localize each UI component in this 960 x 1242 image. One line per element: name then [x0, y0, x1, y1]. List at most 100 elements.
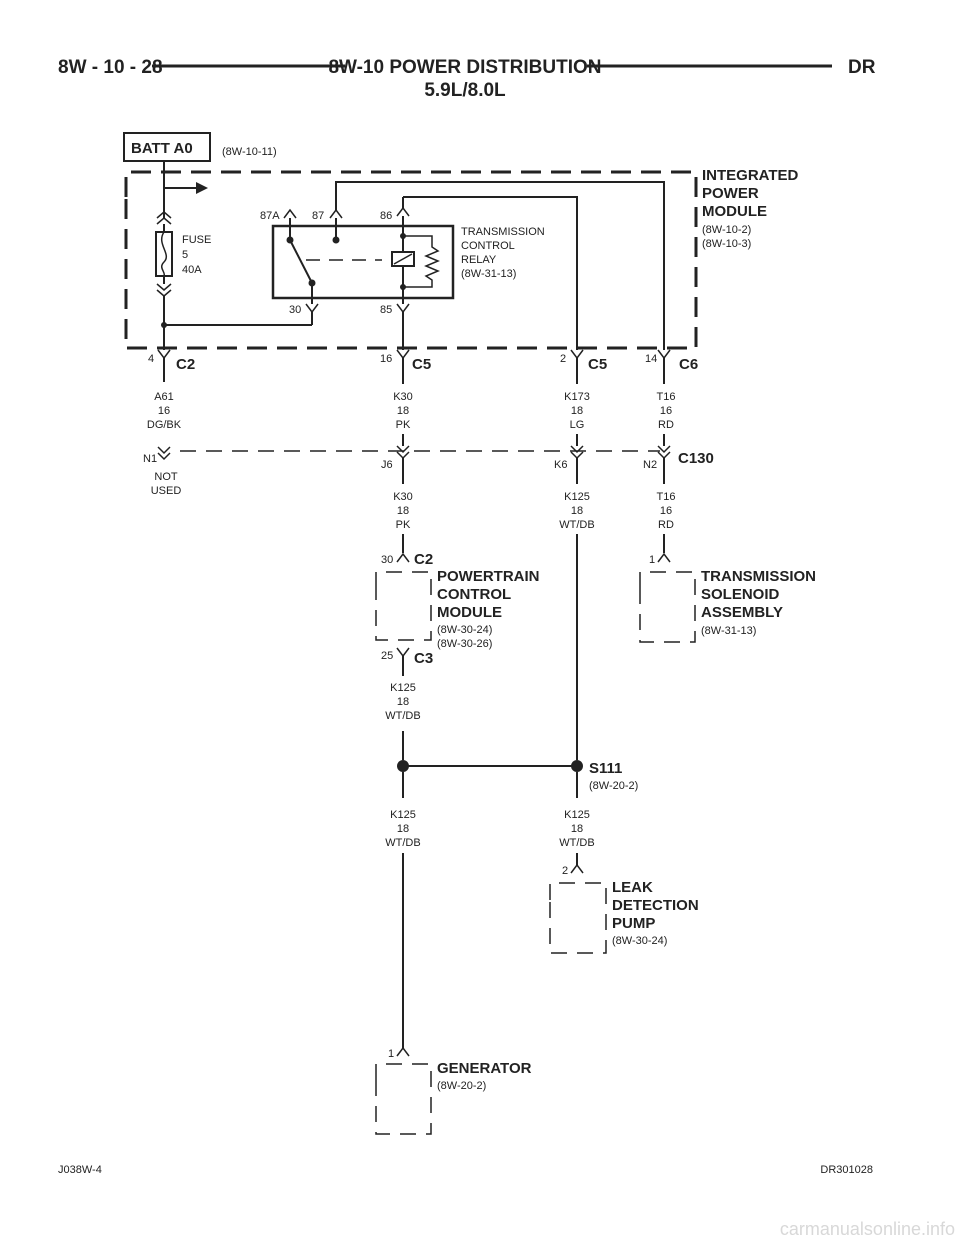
relay-resistor [403, 235, 440, 288]
svg-text:N1: N1 [143, 453, 157, 465]
pin-86-label: 86 [380, 210, 392, 222]
pcm-connector-c3: 25 C3 [381, 647, 433, 667]
batt-arrow-icon [196, 182, 208, 194]
svg-text:PK: PK [396, 419, 411, 431]
splice-dot-s111 [571, 760, 583, 772]
ldp-ref: (8W-30-24) [612, 935, 667, 947]
connector-c2-top: 4 C2 [148, 349, 195, 373]
fuse-label-line1: FUSE [182, 234, 211, 246]
pin-30-label: 30 [289, 304, 301, 316]
relay-label-line1: TRANSMISSION [461, 226, 545, 238]
relay87-to-c6-wire [335, 181, 665, 350]
svg-text:NOT: NOT [154, 471, 178, 483]
pcm-label-line3: MODULE [437, 604, 502, 621]
svg-text:WT/DB: WT/DB [385, 837, 420, 849]
tsa-label-line1: TRANSMISSION [701, 568, 816, 585]
svg-text:4: 4 [148, 353, 154, 365]
generator-connector: 1 [388, 1046, 410, 1060]
svg-text:J6: J6 [381, 459, 393, 471]
ipm-ref2: (8W-10-3) [702, 238, 751, 250]
svg-text:K125: K125 [564, 491, 590, 503]
wire-label-k30-bot: K30 18 PK [393, 491, 413, 531]
relay-coil-mark [393, 253, 413, 265]
pin-85-terminal [396, 303, 410, 314]
relay-label-line2: CONTROL [461, 240, 515, 252]
svg-text:C5: C5 [588, 356, 607, 373]
tsa-label-line3: ASSEMBLY [701, 604, 783, 621]
wire-label-t16-top: T16 16 RD [657, 391, 676, 431]
svg-text:K125: K125 [390, 682, 416, 694]
svg-text:18: 18 [571, 405, 583, 417]
connector-c5-a: 16 C5 [380, 349, 431, 373]
pcm-label-line2: CONTROL [437, 586, 511, 603]
svg-text:18: 18 [397, 505, 409, 517]
tsa-label-line2: SOLENOID [701, 586, 780, 603]
svg-text:WT/DB: WT/DB [385, 710, 420, 722]
svg-text:K125: K125 [390, 809, 416, 821]
svg-text:WT/DB: WT/DB [559, 519, 594, 531]
pin-85-label: 85 [380, 304, 392, 316]
tsa-connector: 1 [649, 552, 671, 566]
not-used-label: NOT USED [151, 471, 182, 497]
generator-label: GENERATOR [437, 1060, 532, 1077]
batt-label: BATT A0 [131, 140, 193, 157]
svg-text:1: 1 [388, 1048, 394, 1060]
tsa-outline [639, 571, 696, 643]
ldp-label-line3: PUMP [612, 915, 655, 932]
tsa-ref: (8W-31-13) [701, 625, 756, 637]
svg-text:T16: T16 [657, 391, 676, 403]
wire-label-t16-bot: T16 16 RD [657, 491, 676, 531]
wire-label-k125-pcm: K125 18 WT/DB [385, 682, 420, 722]
svg-text:K30: K30 [393, 491, 413, 503]
svg-text:K173: K173 [564, 391, 590, 403]
svg-text:C2: C2 [176, 356, 195, 373]
pin-30-terminal [305, 303, 319, 314]
wire-label-k125-gen: K125 18 WT/DB [385, 809, 420, 849]
svg-text:18: 18 [571, 505, 583, 517]
watermark: carmanualsonline.info [780, 1219, 955, 1239]
connector-c130-name: C130 [678, 450, 714, 467]
generator-outline [375, 1063, 432, 1135]
svg-text:18: 18 [571, 823, 583, 835]
svg-text:C2: C2 [414, 551, 433, 568]
svg-text:18: 18 [397, 696, 409, 708]
page-subtitle: 5.9L/8.0L [424, 80, 506, 101]
svg-text:16: 16 [660, 505, 672, 517]
ipm-label-line2: POWER [702, 185, 759, 202]
fuse-label-line2: 5 [182, 249, 188, 261]
wire-label-a61: A61 16 DG/BK [147, 391, 182, 431]
ipm-label-line1: INTEGRATED [702, 167, 799, 184]
pcm-ref1: (8W-30-24) [437, 624, 492, 636]
pcm-connector-c2: 30 C2 [381, 551, 433, 568]
connector-c130-k6: K6 [554, 445, 584, 471]
pin-87-label: 87 [312, 210, 324, 222]
relay-box [271, 224, 455, 300]
relay-ref: (8W-31-13) [461, 268, 516, 280]
wire-label-k125-ldp: K125 18 WT/DB [559, 809, 594, 849]
svg-text:RD: RD [658, 519, 674, 531]
pin-87a-terminal [283, 208, 297, 219]
ldp-connector: 2 [562, 863, 584, 877]
page-number: 8W - 10 - 28 [58, 57, 163, 78]
relay86-to-c5-wire [403, 196, 578, 350]
svg-text:K6: K6 [554, 459, 567, 471]
svg-text:PK: PK [396, 519, 411, 531]
pcm-ref2: (8W-30-26) [437, 638, 492, 650]
footer-right-code: DR301028 [820, 1164, 873, 1176]
wire-label-k125-k6: K125 18 WT/DB [559, 491, 594, 531]
svg-text:USED: USED [151, 485, 182, 497]
connector-c5-b: 2 C5 [560, 349, 607, 373]
svg-text:2: 2 [560, 353, 566, 365]
ldp-label-line1: LEAK [612, 879, 653, 896]
relay-label-line3: RELAY [461, 254, 497, 266]
connector-c130-n1: N1 [143, 446, 171, 465]
batt-ref: (8W-10-11) [222, 146, 277, 158]
svg-text:2: 2 [562, 865, 568, 877]
svg-text:16: 16 [660, 405, 672, 417]
svg-text:18: 18 [397, 823, 409, 835]
ldp-outline [549, 882, 607, 954]
svg-text:DG/BK: DG/BK [147, 419, 182, 431]
page-title: 8W-10 POWER DISTRIBUTION [328, 57, 601, 78]
footer-left-code: J038W-4 [58, 1164, 102, 1176]
